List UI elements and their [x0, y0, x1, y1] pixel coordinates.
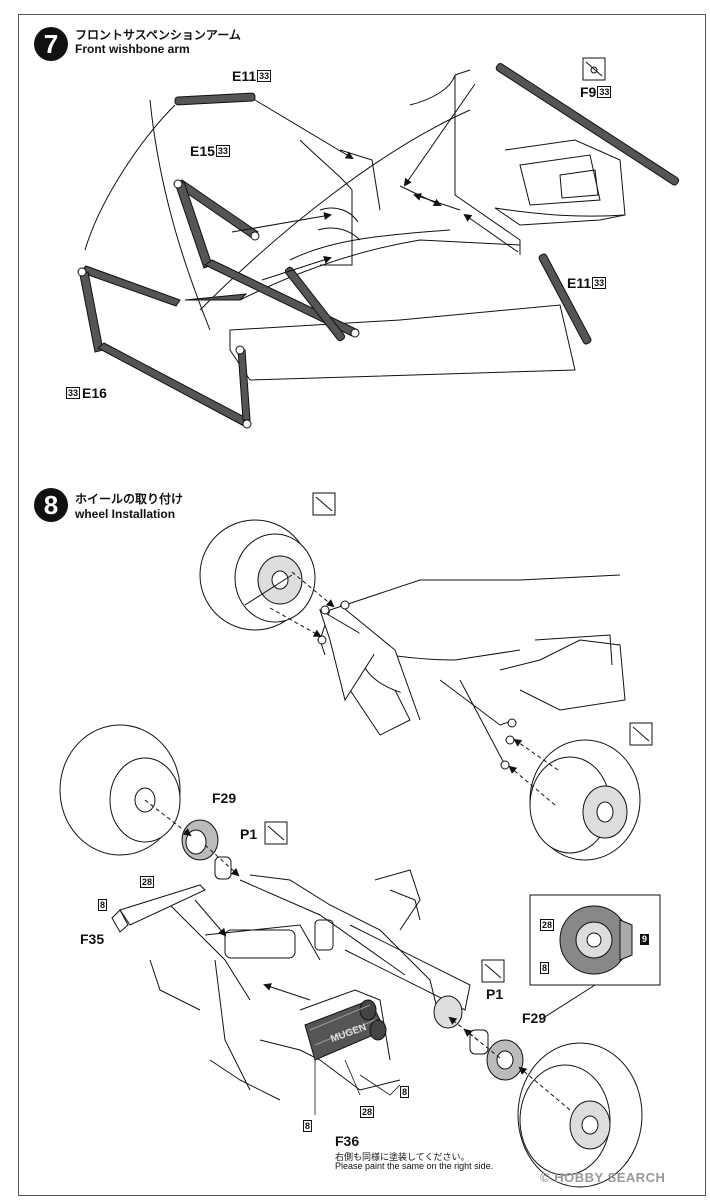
- color-code-9-detail-text: 9: [640, 934, 650, 945]
- color-code-8-f36-left-text: 8: [303, 1120, 313, 1132]
- step8-f36-part: [304, 999, 387, 1061]
- part-e11-top: [174, 92, 256, 106]
- step7-title-jp: フロントサスペンションアーム: [75, 28, 241, 42]
- label-e11-top-text: E11: [232, 68, 257, 84]
- color-code-28-detail-text: 28: [540, 919, 555, 931]
- runner-badge-e15: 33: [215, 145, 230, 157]
- step8-rear-arrows-left: [144, 799, 240, 877]
- step8-rear-right-tire: [517, 1042, 643, 1188]
- color-code-8-f35: 8: [98, 899, 108, 911]
- label-p1-right: P1: [486, 986, 504, 1002]
- label-p1-left: P1: [240, 826, 258, 842]
- color-code-28-f35: 28: [140, 876, 155, 888]
- step8-rear-left-tire: [59, 724, 181, 856]
- step8-number-badge: 8: [34, 488, 68, 522]
- part-e11-right: [538, 253, 592, 345]
- paint-symbol-f9: [582, 57, 606, 81]
- label-e16-text: E16: [82, 385, 107, 401]
- color-code-8-f35-text: 8: [98, 899, 108, 911]
- runner-badge-e16: 33: [66, 387, 81, 399]
- label-f35: F35: [80, 931, 105, 947]
- paint-symbol-p1-left: [264, 821, 288, 845]
- color-code-28-f36-text: 28: [360, 1106, 375, 1118]
- step8-front-right-wheel: [529, 739, 641, 861]
- runner-badge-e11-right: 33: [592, 277, 607, 289]
- watermark-copyright-symbol: ©: [540, 1170, 551, 1185]
- paint-note-jp: 右側も同様に塗装してください。: [335, 1153, 470, 1163]
- step8-right-rear-hub: [433, 995, 524, 1081]
- color-code-28-detail: 28: [540, 919, 555, 931]
- label-f9-text: F9: [580, 84, 597, 100]
- label-f36: F36: [335, 1133, 360, 1149]
- color-code-8-f36-left: 8: [303, 1120, 313, 1132]
- label-f29-right: F29: [522, 1010, 547, 1026]
- watermark: © HOBBY SEARCH: [540, 1170, 665, 1185]
- color-code-28-f35-text: 28: [140, 876, 155, 888]
- paint-note-en: Please paint the same on the right side.: [335, 1161, 494, 1171]
- watermark-text: HOBBY SEARCH: [554, 1170, 666, 1185]
- paint-symbol-p1-right: [481, 959, 505, 983]
- color-code-leaders: [314, 1059, 401, 1115]
- label-f29-left: F29: [212, 790, 237, 806]
- step8-f29-left-hub: [181, 819, 219, 861]
- hub-detail-callout: [529, 894, 661, 1021]
- paint-symbol-right: [629, 722, 653, 746]
- step8-title-jp: ホイールの取り付け: [75, 492, 184, 506]
- page-frame: [18, 14, 706, 1196]
- step8-front-left-wheel: [199, 519, 316, 631]
- part-e16: [77, 265, 252, 429]
- step8-p1-left-cap: [214, 856, 232, 880]
- step8-f35-part: [111, 884, 206, 933]
- color-code-8-f36-right-text: 8: [400, 1086, 410, 1098]
- part-f9: [495, 63, 680, 186]
- color-code-9-detail: 9: [640, 934, 650, 945]
- color-code-8-detail-text: 8: [540, 962, 550, 974]
- part-e15: [173, 179, 360, 338]
- color-code-8-detail: 8: [540, 962, 550, 974]
- runner-badge-e11-top: 33: [257, 70, 272, 82]
- runner-badge-f9: 33: [597, 86, 612, 98]
- color-code-8-f36-right: 8: [400, 1086, 410, 1098]
- step8-title-en: wheel Installation: [75, 507, 176, 521]
- part-e15-rod: [284, 266, 346, 342]
- step8-rear-engine: [139, 869, 471, 1101]
- step8-engine-arrows: [194, 899, 311, 1001]
- label-e11-right-text: E11: [567, 275, 592, 291]
- step7-arrows: [231, 83, 519, 281]
- step8-rear-arrows-right: [448, 1016, 571, 1111]
- color-code-28-f36: 28: [360, 1106, 375, 1118]
- step7-title-en: Front wishbone arm: [75, 42, 190, 56]
- label-e15-text: E15: [190, 143, 215, 159]
- step8-front-suspension: [317, 600, 517, 770]
- step7-number-badge: 7: [34, 27, 68, 61]
- paint-symbol-top: [312, 492, 336, 516]
- step8-front-arrows: [269, 571, 559, 806]
